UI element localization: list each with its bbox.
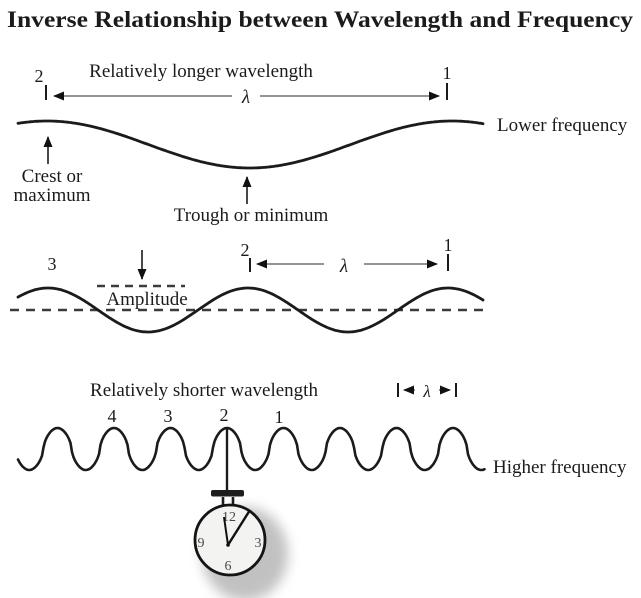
short-wave-marker-3: 3 [164,406,173,426]
short-wave-marker-2: 2 [220,405,229,425]
medium-wave-marker-3: 3 [48,254,57,274]
short-wave-section: Relatively shorter wavelength λ 4 3 2 1 … [16,380,627,478]
short-wave-lambda-symbol: λ [422,382,430,401]
stopwatch-second-hand [226,509,252,546]
short-wave-curve [16,426,486,472]
amplitude-label: Amplitude [106,289,187,310]
stopwatch-pivot [226,543,230,547]
crest-label-line2: maximum [13,185,90,206]
long-wave-marker-2: 2 [35,66,44,86]
short-wave-span-label: Relatively shorter wavelength [90,380,318,401]
figure-title: Inverse Relationship between Wavelength … [7,7,634,32]
stopwatch-numeral-6: 6 [225,559,232,574]
lower-frequency-label: Lower frequency [497,115,628,136]
long-wave-section: 2 Relatively longer wavelength 1 λ Crest… [13,61,627,226]
medium-wave-curve [16,286,485,334]
stopwatch-crown-button [211,490,244,497]
trough-label: Trough or minimum [174,205,329,226]
long-wave-curve [16,119,485,170]
higher-frequency-label: Higher frequency [493,457,627,478]
short-wave-marker-4: 4 [108,406,117,426]
medium-wave-marker-1: 1 [444,235,453,255]
long-wave-lambda-symbol: λ [241,87,250,108]
stopwatch-numeral-3: 3 [255,536,262,551]
long-wave-marker-1: 1 [443,63,452,83]
stopwatch-minute-hand [223,516,229,546]
short-wave-marker-1: 1 [275,407,284,427]
long-wave-span-label: Relatively longer wavelength [89,61,313,82]
medium-wave-marker-2: 2 [241,240,250,260]
stopwatch: 12 3 6 9 [193,428,288,598]
medium-wave-section: 3 2 1 λ Amplitude [10,235,490,334]
stopwatch-numeral-9: 9 [198,536,205,551]
medium-wave-lambda-symbol: λ [339,256,348,277]
crest-label-line1: Crest or [22,166,83,187]
